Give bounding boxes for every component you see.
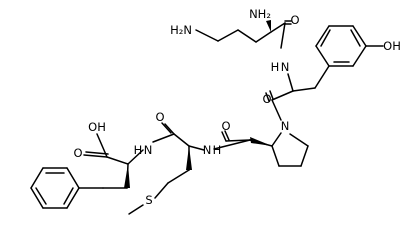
phenylalanine [30, 133, 144, 209]
met-carbonyl-oxygen-label: O [155, 110, 164, 124]
lys-tyr-amide [287, 73, 294, 92]
pro-met-hydrogen-label: H [213, 143, 222, 157]
lys-tyr-hydrogen-label: H [271, 60, 280, 74]
proline-nitrogen-label: N [281, 119, 290, 133]
lys-tyr-nitrogen-label: N [281, 60, 290, 74]
lysine-side-chain [195, 29, 272, 43]
amine-label: H₂N [170, 23, 192, 37]
alpha-amine-label: NH₂ [249, 7, 271, 21]
tyrosine [265, 25, 384, 102]
sulfur-label: S [145, 193, 152, 207]
proline [213, 99, 309, 167]
lys-carbonyl-oxygen-label: O [290, 13, 299, 27]
met-phe-hydrogen-label: H [134, 143, 143, 157]
lysine-backbone [266, 20, 292, 49]
methionine [128, 122, 205, 215]
carboxyl-oxygen-label: O [73, 146, 82, 160]
pro-met-nitrogen-label: N [203, 143, 212, 157]
carboxyl-hydroxyl-label: OH [88, 120, 106, 134]
tyr-hydroxyl-label: OH [383, 39, 401, 53]
peptide-structure-diagram: H₂N NH₂ O N H OH O N O N H O N H OH O S [30, 7, 401, 215]
tyr-carbonyl-oxygen-label: O [262, 92, 271, 106]
met-phe-nitrogen-label: N [144, 143, 153, 157]
pro-carbonyl-oxygen-label: O [221, 119, 230, 133]
